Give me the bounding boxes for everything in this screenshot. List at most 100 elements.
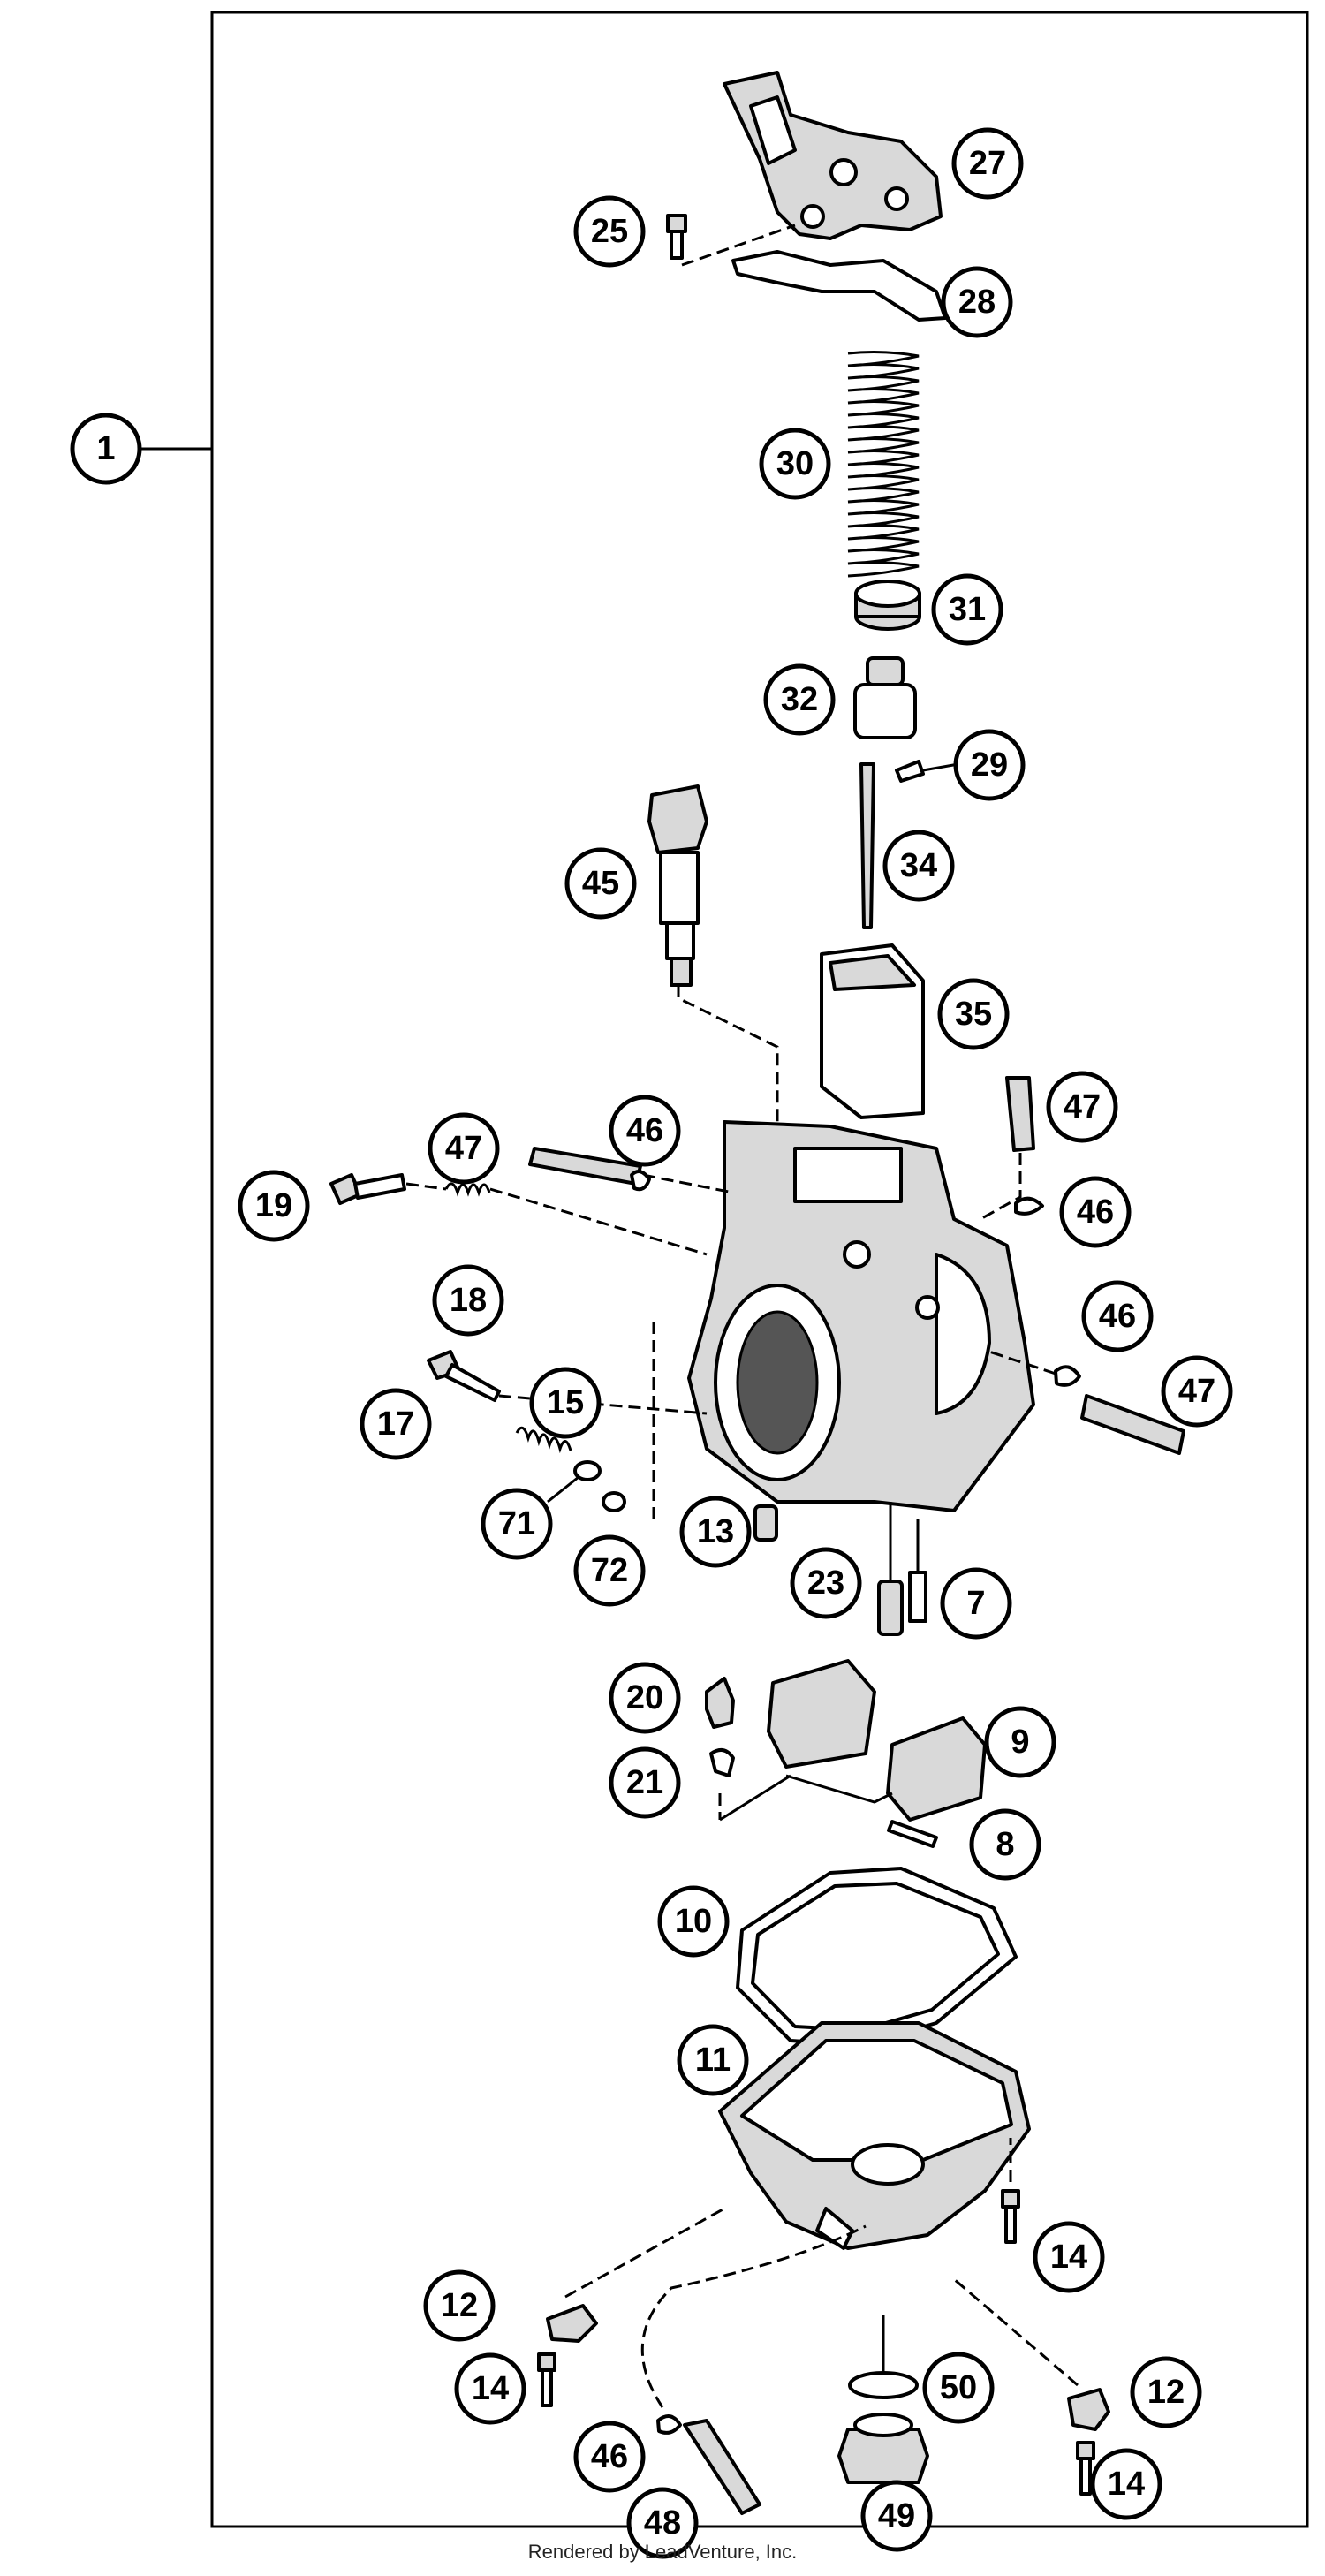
callout-label: 32 (781, 681, 818, 718)
callout-circle (931, 573, 1003, 646)
part-tube-47b (980, 1076, 1035, 1221)
callout-17[interactable]: 17 (360, 1388, 432, 1460)
callout-label: 46 (1077, 1193, 1114, 1231)
callout-14b[interactable]: 14 (454, 2352, 526, 2425)
callout-label: 46 (591, 2438, 628, 2475)
part-clip-46d (640, 2224, 867, 2435)
callout-label: 14 (1050, 2239, 1087, 2276)
callout-circle (454, 2352, 526, 2425)
callout-18[interactable]: 18 (432, 1264, 504, 1337)
part-screw-14c (1076, 2441, 1095, 2496)
callout-label: 23 (807, 1565, 844, 1602)
part-screw-17 (427, 1350, 708, 1415)
callout-label: 34 (900, 847, 937, 884)
part-clip-46b (1014, 1196, 1044, 1216)
callout-label: 27 (969, 145, 1006, 182)
callout-circle (573, 2421, 646, 2493)
callout-circle (1081, 1280, 1154, 1352)
callout-25[interactable]: 25 (573, 195, 646, 268)
part-washer-71 (547, 1460, 602, 1504)
callout-circle (573, 1534, 646, 1607)
callout-71[interactable]: 71 (481, 1488, 553, 1560)
part-screw-14a (1001, 2138, 1020, 2244)
callout-label: 12 (1147, 2374, 1185, 2411)
callout-circle (677, 2024, 749, 2096)
callout-label: 72 (591, 1552, 628, 1589)
callout-28[interactable]: 28 (941, 266, 1013, 338)
callout-29[interactable]: 29 (953, 729, 1026, 801)
part-clip-21 (709, 1748, 735, 1820)
callout-30[interactable]: 30 (759, 428, 831, 500)
callout-7[interactable]: 7 (940, 1567, 1012, 1640)
callout-circle (360, 1388, 432, 1460)
callout-47a[interactable]: 47 (428, 1112, 500, 1185)
callout-45[interactable]: 45 (564, 847, 637, 920)
callout-31[interactable]: 31 (931, 573, 1003, 646)
callout-47b[interactable]: 47 (1046, 1071, 1118, 1143)
callout-label: 31 (949, 591, 986, 628)
part-pin-8 (887, 1820, 938, 1848)
part-oring-50 (848, 2315, 919, 2399)
part-gasket-10 (736, 1867, 1018, 2047)
callout-circle (423, 2269, 496, 2342)
part-oring-72 (602, 1316, 655, 1519)
part-clip-46a (630, 1170, 651, 1192)
part-jet-13 (753, 1504, 778, 1542)
callout-27[interactable]: 27 (951, 127, 1024, 200)
callout-circle (1090, 2448, 1162, 2520)
callout-circle (882, 830, 955, 902)
part-screw-25 (666, 214, 796, 267)
part-float-9 (719, 1659, 987, 1822)
callout-47c[interactable]: 47 (1161, 1355, 1233, 1428)
callout-10[interactable]: 10 (657, 1885, 730, 1958)
callout-label: 18 (450, 1282, 487, 1319)
callout-49[interactable]: 49 (860, 2480, 933, 2552)
callout-20[interactable]: 20 (609, 1662, 681, 1734)
callout-48[interactable]: 48 (626, 2487, 699, 2559)
callout-32[interactable]: 32 (763, 663, 836, 736)
callout-label: 8 (996, 1826, 1014, 1863)
part-screw-14b (537, 2352, 556, 2407)
callout-46c[interactable]: 46 (1081, 1280, 1154, 1352)
callout-23[interactable]: 23 (790, 1547, 862, 1619)
callout-label: 48 (644, 2504, 681, 2542)
callout-34[interactable]: 34 (882, 830, 955, 902)
callout-circle (609, 1746, 681, 1819)
callout-label: 71 (498, 1505, 535, 1542)
callout-label: 20 (626, 1679, 663, 1716)
callout-label: 25 (591, 213, 628, 250)
callout-circle (657, 1885, 730, 1958)
callout-15[interactable]: 15 (529, 1367, 602, 1439)
callout-9[interactable]: 9 (984, 1706, 1056, 1778)
callout-46d[interactable]: 46 (573, 2421, 646, 2493)
part-slide-35 (820, 943, 925, 1119)
callout-19[interactable]: 19 (238, 1170, 310, 1242)
callout-14c[interactable]: 14 (1090, 2448, 1162, 2520)
part-clip-29 (895, 760, 959, 783)
spring-coils (847, 351, 920, 578)
callout-12b[interactable]: 12 (1130, 2356, 1202, 2428)
callout-46a[interactable]: 46 (609, 1095, 681, 1167)
callout-label: 21 (626, 1764, 663, 1801)
part-plug-49 (837, 2413, 929, 2484)
part-hose-48 (683, 2419, 761, 2515)
part-bracket-12b (953, 2277, 1110, 2431)
callout-1[interactable]: 1 (70, 413, 142, 485)
callout-13[interactable]: 13 (679, 1496, 752, 1568)
callout-46b[interactable]: 46 (1059, 1176, 1132, 1248)
callout-35[interactable]: 35 (937, 978, 1010, 1050)
part-jet-23 (877, 1502, 904, 1636)
callout-50[interactable]: 50 (922, 2352, 995, 2424)
callout-12a[interactable]: 12 (423, 2269, 496, 2342)
callout-14a[interactable]: 14 (1033, 2221, 1105, 2293)
callout-label: 47 (445, 1130, 482, 1167)
callout-circle (984, 1706, 1056, 1778)
part-spring-15 (515, 1426, 572, 1454)
callout-circle (609, 1095, 681, 1167)
callout-72[interactable]: 72 (573, 1534, 646, 1607)
callout-21[interactable]: 21 (609, 1746, 681, 1819)
assembly-frame (138, 11, 1309, 2528)
callout-11[interactable]: 11 (677, 2024, 749, 2096)
callout-8[interactable]: 8 (969, 1808, 1041, 1881)
